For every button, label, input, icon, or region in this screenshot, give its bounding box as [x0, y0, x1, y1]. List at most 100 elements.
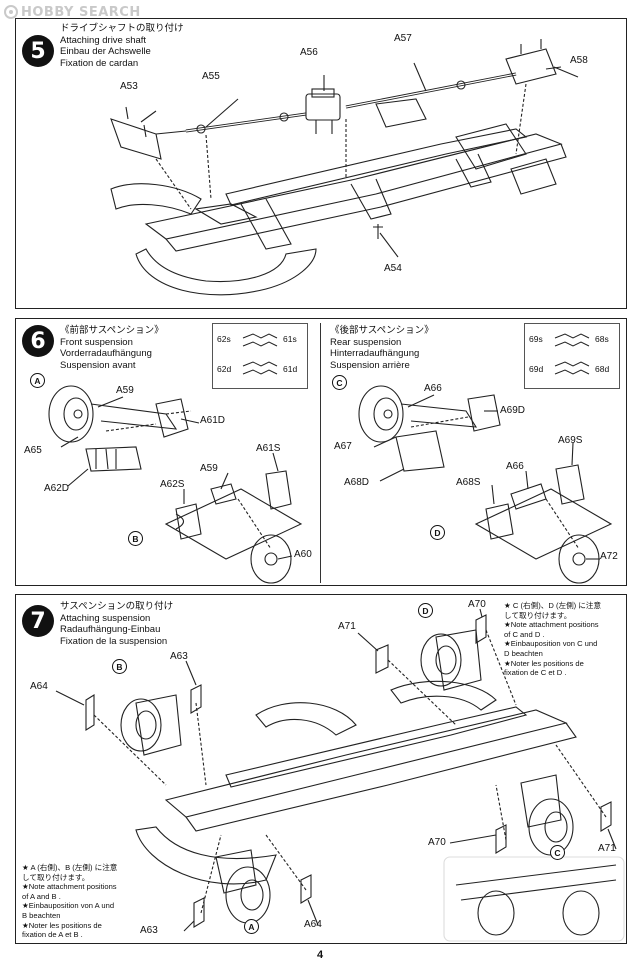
part-label-a61s: A61S	[256, 443, 281, 454]
spring-62d: 62d	[217, 364, 232, 374]
step-5-badge: 5	[22, 35, 54, 67]
marker-a: A	[30, 373, 45, 388]
note-a-b-positions: ★ A (右側)、B (左側) に注意 して取り付けます。 ★Note atta…	[22, 863, 117, 940]
part-label-a54: A54	[384, 263, 402, 274]
note-cd-fr-1: ★Noter les positions de	[504, 658, 584, 668]
watermark-icon	[4, 5, 18, 19]
step-6-divider	[320, 323, 321, 583]
part-label-a68d: A68D	[344, 477, 370, 488]
marker-b: B	[112, 659, 127, 674]
part-label-a65: A65	[24, 445, 42, 456]
spring-61s: 61s	[283, 334, 297, 344]
rear-suspension-titles: 《後部サスペンション》 Rear suspension Hinterradauf…	[330, 325, 434, 371]
spring-69d: 69d	[529, 364, 544, 374]
part-label-a62d: A62D	[44, 483, 70, 494]
step-7-title-fr: Fixation de la suspension	[60, 635, 168, 647]
part-label-a72: A72	[600, 551, 618, 562]
note-c-d-positions: ★ C (右側)、D (左側) に注意 して取り付けます。 ★Note atta…	[504, 601, 601, 678]
step-7-panel: 7 サスペンションの取り付け Attaching suspension Rada…	[15, 594, 627, 944]
front-title-fr: Suspension avant	[60, 359, 136, 371]
part-label-a70-lower: A70	[428, 837, 446, 848]
watermark-text: HOBBY SEARCH	[21, 4, 141, 20]
note-cd-de-2: D beachten	[504, 648, 543, 658]
spring-69s: 69s	[529, 334, 543, 344]
part-label-a53: A53	[120, 81, 138, 92]
step-5-panel: 5 ドライブシャフトの取り付け Attaching drive shaft Ei…	[15, 18, 627, 309]
step-5-titles: ドライブシャフトの取り付け Attaching drive shaft Einb…	[60, 23, 184, 69]
part-label-a60: A60	[294, 549, 312, 560]
spring-68s: 68s	[595, 334, 609, 344]
step-5-title-de: Einbau der Achswelle	[60, 46, 151, 57]
suspension-illustration	[48, 385, 613, 584]
marker-d: D	[430, 525, 445, 540]
step-6-number: 6	[30, 328, 46, 354]
rear-title-en: Rear suspension	[330, 336, 402, 348]
spring-icon	[554, 333, 590, 375]
note-cd-de-1: ★Einbauposition von C und	[504, 639, 598, 649]
note-cd-fr-2: fixation de C et D .	[504, 668, 567, 678]
watermark-logo: HOBBY SEARCH	[4, 4, 141, 20]
step-5-title-ja: ドライブシャフトの取り付け	[60, 23, 184, 34]
part-label-a64: A64	[30, 681, 48, 692]
spring-68d: 68d	[595, 364, 610, 374]
spring-62s: 62s	[217, 334, 231, 344]
marker-c: C	[550, 845, 565, 860]
part-label-a63-lower: A63	[140, 925, 158, 936]
spring-icon	[242, 333, 278, 375]
step-6-panel: 6 《前部サスペンション》 Front suspension Vorderrad…	[15, 318, 627, 586]
marker-d: D	[418, 603, 433, 618]
part-label-a70: A70	[468, 599, 486, 610]
note-ab-fr-1: ★Noter les positions de	[22, 920, 102, 930]
note-ab-ja-1: ★ A (右側)、B (左側) に注意	[22, 863, 118, 872]
part-label-a57: A57	[394, 33, 412, 44]
part-label-a63: A63	[170, 651, 188, 662]
note-ab-en-2: of A and B .	[22, 891, 61, 901]
note-cd-ja-1: ★ C (右側)、D (左側) に注意	[504, 601, 602, 610]
marker-a: A	[244, 919, 259, 934]
note-ab-ja-2: して取り付けます。	[22, 872, 90, 882]
part-label-a58: A58	[570, 55, 588, 66]
rear-title-ja: 《後部サスペンション》	[330, 325, 434, 336]
front-title-ja: 《前部サスペンション》	[60, 325, 164, 336]
step-7-title-en: Attaching suspension	[60, 612, 151, 624]
front-suspension-titles: 《前部サスペンション》 Front suspension Vorderradau…	[60, 325, 164, 371]
step-5-number: 5	[30, 38, 46, 64]
note-cd-en-2: of C and D .	[504, 629, 545, 639]
part-label-a61d: A61D	[200, 415, 226, 426]
marker-b: B	[128, 531, 143, 546]
part-label-a66-d: A66	[506, 461, 524, 472]
note-ab-de-2: B beachten	[22, 910, 61, 920]
part-label-a71: A71	[338, 621, 356, 632]
suspension-attachment-illustration	[55, 608, 625, 942]
part-label-a62s: A62S	[160, 479, 185, 490]
note-ab-en-1: ★Note attachment positions	[22, 882, 117, 892]
part-label-a71-lower: A71	[598, 843, 616, 854]
part-label-a66: A66	[424, 383, 442, 394]
part-label-a69d: A69D	[500, 405, 526, 416]
part-label-a56: A56	[300, 47, 318, 58]
step-7-titles: サスペンションの取り付け Attaching suspension Radauf…	[60, 601, 173, 647]
step-7-number: 7	[30, 608, 46, 634]
rear-title-de: Hinterradaufhängung	[330, 348, 420, 359]
note-cd-ja-2: して取り付けます。	[504, 610, 572, 620]
step-5-title-fr: Fixation de cardan	[60, 57, 139, 69]
step-7-badge: 7	[22, 605, 54, 637]
part-label-a59: A59	[116, 385, 134, 396]
step-6-badge: 6	[22, 325, 54, 357]
front-title-de: Vorderradaufhängung	[60, 348, 152, 359]
part-label-a67: A67	[334, 441, 352, 452]
rear-title-fr: Suspension arrière	[330, 359, 410, 371]
part-label-a68s: A68S	[456, 477, 481, 488]
front-spring-chart: 62s 61s 62d 61d	[212, 323, 308, 389]
step-7-title-ja: サスペンションの取り付け	[60, 601, 174, 612]
page-number: 4	[316, 949, 324, 961]
note-ab-fr-2: fixation de A et B .	[22, 930, 83, 940]
step-5-title-en: Attaching drive shaft	[60, 34, 147, 46]
part-label-a59-b: A59	[200, 463, 218, 474]
drive-shaft-illustration	[110, 39, 579, 296]
front-title-en: Front suspension	[60, 336, 133, 348]
step-7-title-de: Radaufhängung-Einbau	[60, 624, 161, 635]
part-label-a64-lower: A64	[304, 919, 322, 930]
marker-c: C	[332, 375, 347, 390]
part-label-a55: A55	[202, 71, 220, 82]
